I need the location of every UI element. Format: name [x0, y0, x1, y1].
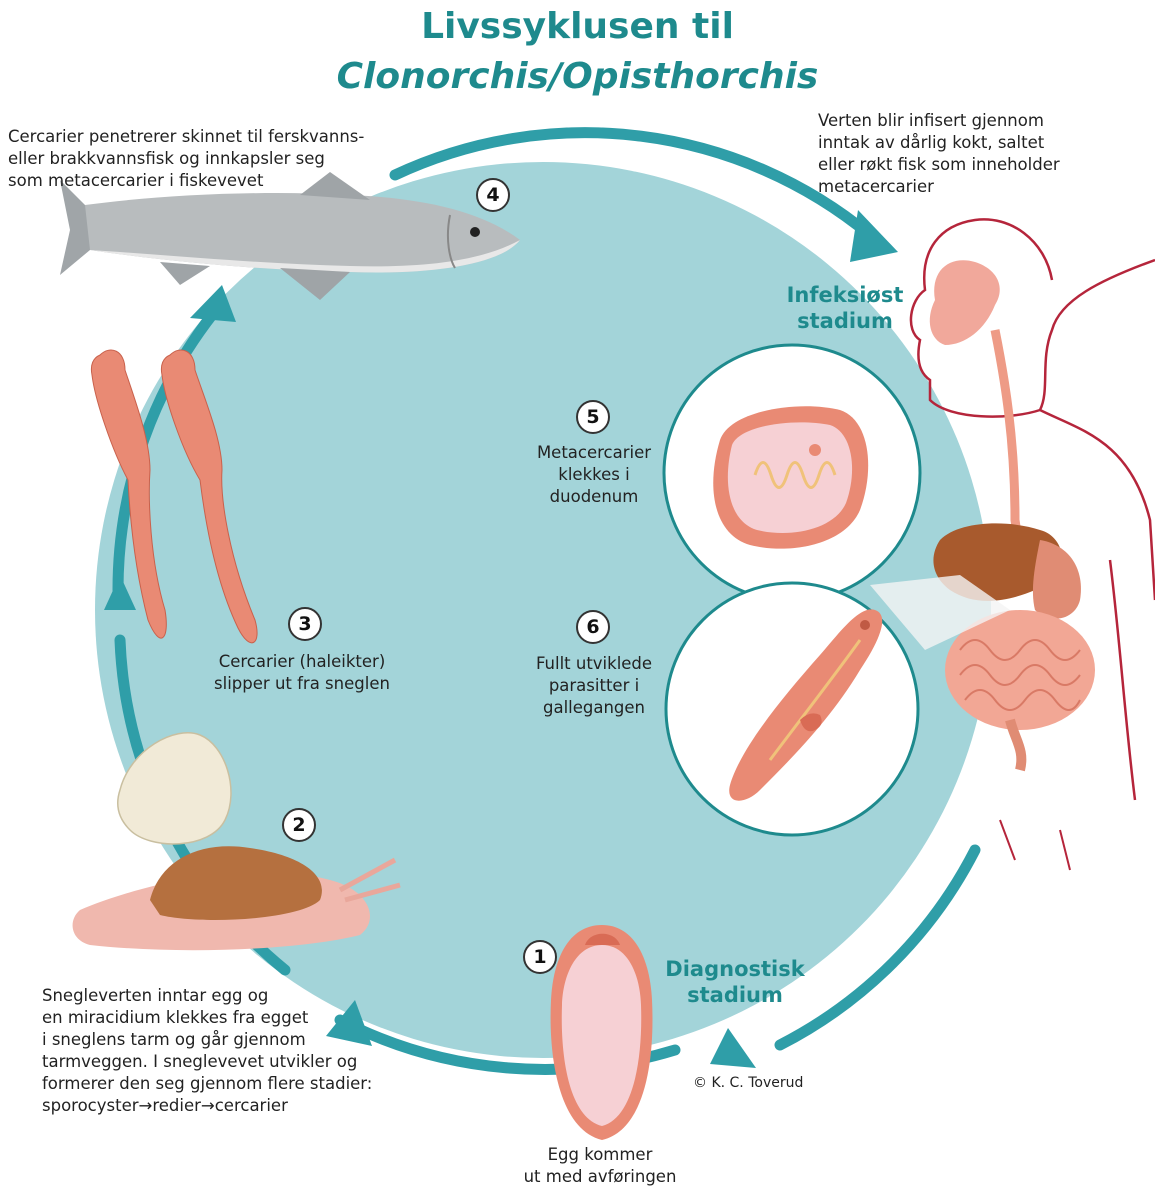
step-4-text: Cercarier penetrerer skinnet til ferskva…: [8, 126, 364, 192]
step-1-text: Egg kommer ut med avføringen: [500, 1144, 700, 1188]
step-3-line: slipper ut fra sneglen: [196, 673, 408, 695]
step-6-text: Fullt utviklede parasitter i gallegangen: [508, 653, 680, 719]
step-6-line: Fullt utviklede: [508, 653, 680, 675]
step-4-line: eller brakkvannsfisk og innkapsler seg: [8, 148, 364, 170]
host-note-line: inntak av dårlig kokt, saltet: [818, 132, 1060, 154]
infective-stage-label: Infeksiøst stadium: [770, 282, 920, 334]
title-line-2: Clonorchis/Opisthorchis: [0, 56, 1155, 97]
diagnostic-stage-label: Diagnostisk stadium: [650, 956, 820, 1008]
host-infection-note: Verten blir infisert gjennom inntak av d…: [818, 110, 1060, 198]
step-1-line: Egg kommer: [500, 1144, 700, 1166]
step-3-number: 3: [288, 607, 322, 641]
step-2-line: i sneglens tarm og går gjennom: [42, 1029, 372, 1051]
step-4-line: Cercarier penetrerer skinnet til ferskva…: [8, 126, 364, 148]
step-6-line: gallegangen: [508, 697, 680, 719]
diagnostic-stage-line: stadium: [650, 982, 820, 1008]
step-4-line: som metacercarier i fiskevevet: [8, 170, 364, 192]
step-2-text: Snegleverten inntar egg og en miracidium…: [42, 985, 372, 1117]
step-3-line: Cercarier (haleikter): [196, 651, 408, 673]
step-2-line: tarmveggen. I sneglevevet utvikler og: [42, 1051, 372, 1073]
step-2-line: formerer den seg gjennom flere stadier:: [42, 1073, 372, 1095]
diagnostic-stage-line: Diagnostisk: [650, 956, 820, 982]
egg-illustration: [551, 925, 653, 1140]
step-5-line: klekkes i: [510, 464, 678, 486]
credit: © K. C. Toverud: [693, 1072, 803, 1094]
step-1-number: 1: [523, 940, 557, 974]
metacercaria-illustration: [713, 406, 868, 548]
infective-stage-line: stadium: [770, 308, 920, 334]
host-note-line: Verten blir infisert gjennom: [818, 110, 1060, 132]
step-4-number: 4: [476, 178, 510, 212]
step-3-text: Cercarier (haleikter) slipper ut fra sne…: [196, 651, 408, 695]
host-note-line: metacercarier: [818, 176, 1060, 198]
step-5-line: duodenum: [510, 486, 678, 508]
step-5-text: Metacercarier klekkes i duodenum: [510, 442, 678, 508]
title-line-1: Livssyklusen til: [0, 6, 1155, 47]
step-2-line: en miracidium klekkes fra egget: [42, 1007, 372, 1029]
step-6-line: parasitter i: [508, 675, 680, 697]
infective-stage-line: Infeksiøst: [770, 282, 920, 308]
host-note-line: eller røkt fisk som inneholder: [818, 154, 1060, 176]
step-2-line: Snegleverten inntar egg og: [42, 985, 372, 1007]
step-6-number: 6: [576, 610, 610, 644]
step-2-number: 2: [282, 808, 316, 842]
step-5-line: Metacercarier: [510, 442, 678, 464]
step-2-line: sporocyster→redier→cercarier: [42, 1095, 372, 1117]
step-5-number: 5: [576, 400, 610, 434]
step-1-line: ut med avføringen: [500, 1166, 700, 1188]
